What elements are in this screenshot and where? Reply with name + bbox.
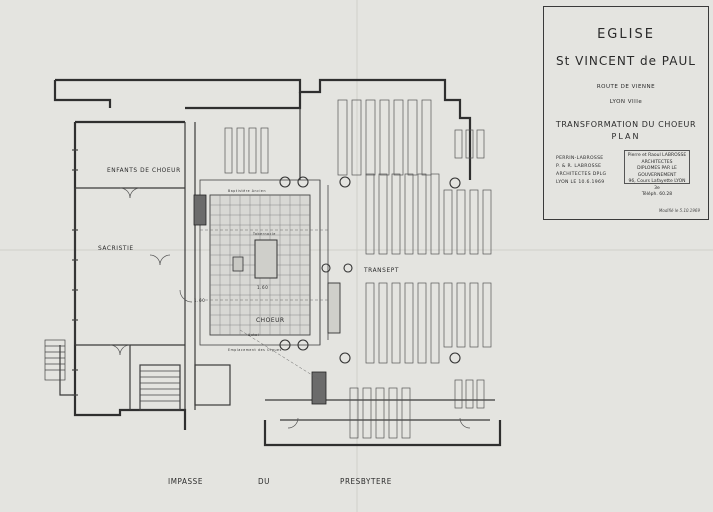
- room-label-enfants: ENFANTS DE CHOEUR: [107, 166, 181, 174]
- architect-line: PERRIN-LABROSSE: [556, 156, 604, 161]
- wall-hatching: [72, 149, 78, 396]
- note-tabernacle: Tabernacle: [253, 232, 276, 236]
- architect-line: LYON LE 10.6.1969: [556, 180, 605, 185]
- architect-line: ARCHITECTES DPLG: [556, 172, 607, 177]
- note-dimension-2: 1.60: [257, 285, 268, 291]
- pews: [224, 99, 492, 439]
- title-cartouche: EGLISE St VINCENT de PAUL ROUTE DE VIENN…: [543, 6, 709, 220]
- street-word-1: IMPASSE: [168, 477, 203, 486]
- staircase: [44, 339, 181, 411]
- architect-stamp: Pierre et Raoul LABROSSE ARCHITECTES DIP…: [624, 150, 690, 197]
- title-line-2: St VINCENT de PAUL: [556, 54, 696, 68]
- columns: [279, 176, 461, 364]
- inner-walls: [59, 108, 495, 421]
- stamp-line: DIPLOMES PAR LE GOUVERNEMENT: [637, 166, 677, 178]
- title-line-4: LYON VIIIe: [609, 99, 643, 105]
- signature: Modifié le 5.10.1969: [658, 208, 700, 213]
- architect-line: P. & R. LABROSSE: [556, 164, 602, 169]
- stamp-line: Pierre et Raoul LABROSSE: [627, 153, 687, 158]
- note-autel: Autel: [248, 333, 259, 337]
- title-line-1: EGLISE: [597, 27, 655, 42]
- title-line-3: ROUTE DE VIENNE: [596, 84, 656, 90]
- street-word-3: PRESBYTERE: [340, 477, 392, 486]
- title-line-5: TRANSFORMATION DU CHOEUR: [555, 120, 697, 129]
- note-baptistere: Baptistère Ancien: [228, 189, 266, 193]
- organ-platform: [327, 282, 341, 334]
- stamp-line: ARCHITECTES: [641, 159, 673, 165]
- dimension-lines: [200, 229, 330, 381]
- note-emplacement: Emplacement des Orgues: [228, 348, 282, 352]
- street-word-2: DU: [258, 477, 270, 486]
- room-label-transept: TRANSEPT: [363, 266, 399, 274]
- outer-walls: [53, 78, 502, 447]
- title-line-6: PLAN: [611, 132, 641, 141]
- room-label-sacristie: SACRISTIE: [98, 244, 134, 252]
- dark-fixtures: [193, 194, 327, 405]
- stamp-line: Téléph. 60.28: [641, 192, 673, 197]
- room-label-choeur: CHOEUR: [256, 316, 285, 324]
- architect-credits: PERRIN-LABROSSE P. & R. LABROSSE ARCHITE…: [556, 155, 616, 187]
- note-dimension: 1.60: [194, 298, 205, 304]
- door-swings: [109, 187, 471, 429]
- stamp-line: 96, Cours Lafayette LYON 3e: [628, 179, 686, 191]
- altar: [232, 239, 278, 279]
